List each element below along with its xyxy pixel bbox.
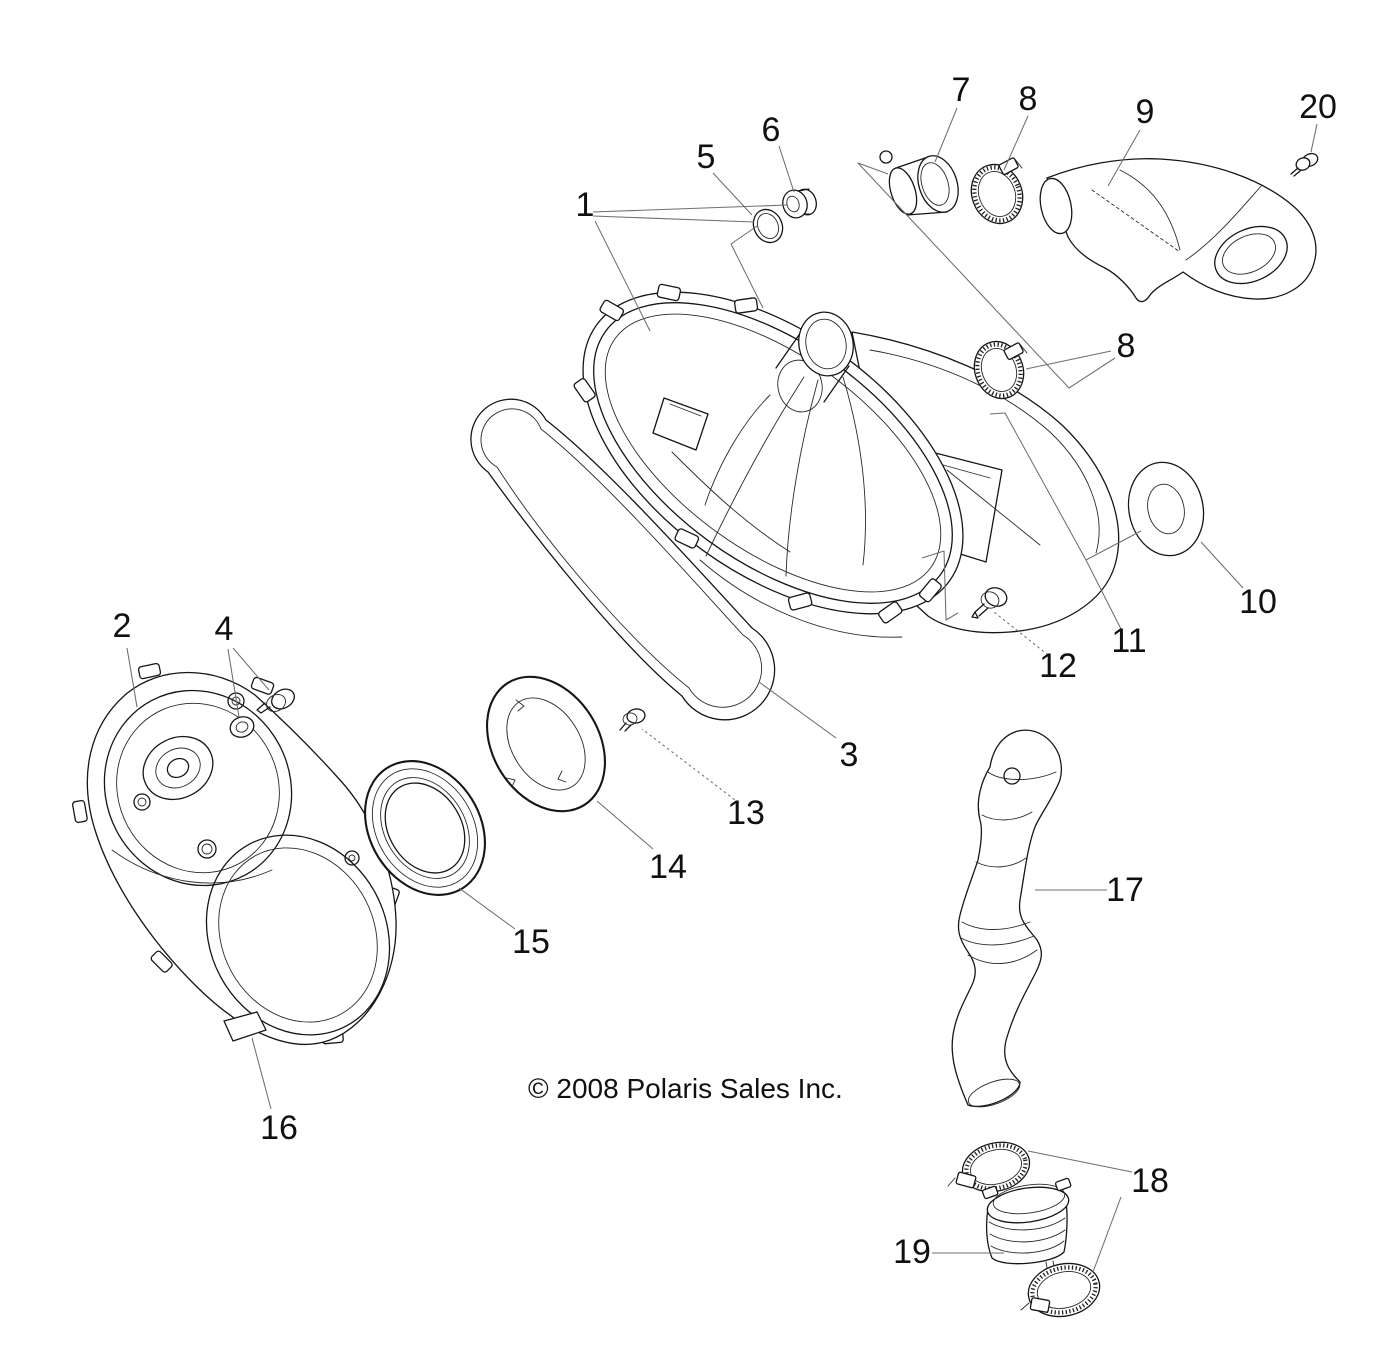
part-label-1: 1 (576, 186, 595, 224)
leader-18a (1027, 1150, 1133, 1173)
hose-clamp-lower-drawing (973, 340, 1028, 400)
leader-12 (993, 611, 1049, 656)
part-label-8-upper: 8 (1019, 80, 1038, 118)
air-intake-duct-drawing (1039, 158, 1317, 303)
screw-20-drawing (1290, 152, 1319, 177)
part-label-13: 13 (727, 794, 765, 832)
part-label-3: 3 (840, 736, 859, 774)
leader-4b (232, 647, 270, 691)
inner-cover-bolt-bosses (133, 692, 360, 866)
leader-seal-install (730, 225, 764, 309)
leader-15 (458, 887, 516, 930)
leader-16 (251, 1037, 272, 1110)
leader-8-upper (1003, 115, 1029, 171)
part-label-5: 5 (697, 138, 716, 176)
leader-18b (1092, 1196, 1122, 1273)
part-label-19: 19 (893, 1233, 931, 1271)
inner-clutch-cover-drawing (72, 662, 400, 1045)
grommet-washer-drawing (1127, 461, 1205, 557)
part-label-6: 6 (762, 111, 781, 149)
screw-12-drawing (971, 587, 1008, 619)
leader-1a (592, 204, 789, 213)
leader-13 (641, 728, 740, 804)
pad-drawing (223, 1011, 267, 1042)
leader-1b (592, 215, 755, 223)
part-label-7: 7 (952, 71, 971, 109)
leader-8-lower-b (857, 162, 1116, 389)
part-label-11: 11 (1111, 622, 1146, 660)
screw-13-drawing (619, 708, 646, 732)
leader-2 (126, 647, 138, 708)
clamp-18-lower-drawing (1020, 1260, 1101, 1318)
leader-20 (1310, 123, 1318, 153)
seal-ring-15-drawing (364, 760, 486, 896)
cover-rim-tabs (573, 283, 942, 624)
leader-3 (758, 681, 837, 739)
part-label-10: 10 (1239, 583, 1277, 621)
copyright-text: © 2008 Polaris Sales Inc. (528, 1073, 843, 1104)
duct-tube-drawing (879, 150, 959, 216)
part-label-17: 17 (1106, 871, 1144, 909)
leader-12-bracket (921, 550, 959, 621)
plug-drawing (782, 188, 817, 219)
leader-5 (712, 172, 753, 216)
leader-11 (989, 412, 1123, 632)
rubber-adapter-drawing (981, 1177, 1072, 1265)
leader-8-lower-a (1025, 350, 1112, 370)
leader-4a (227, 648, 240, 718)
part-label-2: 2 (113, 607, 132, 645)
leader-lines (126, 107, 1318, 1273)
part-label-12: 12 (1039, 647, 1077, 685)
part-label-16: 16 (260, 1109, 298, 1147)
drive-belt-drawing (470, 398, 776, 721)
part-label-8-lower: 8 (1117, 327, 1136, 365)
part-number-labels: 1 2 3 4 5 6 7 8 8 9 10 11 12 13 14 15 16… (113, 71, 1337, 1271)
leader-1c (594, 220, 651, 332)
part-label-9: 9 (1136, 93, 1155, 131)
leader-10 (1200, 541, 1244, 589)
part-label-15: 15 (512, 923, 550, 961)
cover-plate-ring-drawing (485, 675, 607, 813)
outer-clutch-cover-drawing (573, 283, 1120, 638)
leader-7 (934, 107, 958, 163)
clamp-18-upper-drawing (947, 1141, 1031, 1193)
part-label-4: 4 (215, 610, 234, 648)
leader-14 (596, 800, 654, 850)
seal-ring-drawing (752, 208, 784, 244)
part-label-14: 14 (649, 848, 687, 886)
s-duct-drawing (951, 729, 1063, 1108)
hose-clamp-upper-drawing (970, 157, 1024, 225)
part-label-18: 18 (1131, 1162, 1169, 1200)
washer-bolt-drawing (229, 688, 295, 738)
leader-11b (1085, 530, 1142, 561)
leader-9 (1107, 129, 1141, 187)
part-label-20: 20 (1299, 88, 1337, 126)
leader-6 (778, 145, 795, 193)
